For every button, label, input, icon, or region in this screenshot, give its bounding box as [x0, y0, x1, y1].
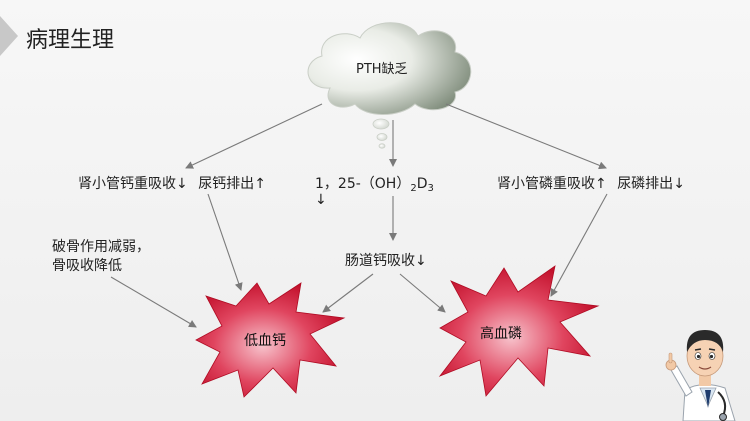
hyperphosphatemia-burst [438, 265, 600, 397]
arrow-cloud-to-right [445, 103, 607, 170]
arrow-left-to-hypocalcemia [207, 193, 243, 291]
hypocalcemia-burst [195, 282, 346, 398]
urinary-phosphate-text: 尿磷排出 [617, 176, 674, 192]
bone-effect-line2: 骨吸收降低 [52, 258, 122, 274]
down-arrow-icon: ↓ [673, 176, 685, 192]
down-arrow-icon: ↓ [415, 253, 427, 269]
arrow-right-to-hyperphosphatemia [550, 193, 608, 297]
page-title: 病理生理 [26, 28, 115, 53]
urinary-calcium-text: 尿钙排出 [198, 176, 255, 192]
vitamin-d-label: 1，25-（OH）2D3 [315, 173, 434, 194]
renal-phosphate-effect: 肾小管磷重吸收↑ 尿磷排出↓ [497, 173, 685, 193]
bone-effect-line1: 破骨作用减弱， [52, 239, 150, 255]
arrows [110, 103, 608, 328]
hyperphosphatemia-label: 高血磷 [480, 326, 522, 342]
renal-phosphate-reabsorption-text: 肾小管磷重吸收 [497, 176, 595, 192]
up-arrow-icon: ↑ [595, 176, 607, 192]
vitd-main: D [416, 176, 428, 192]
arrow-intestine-to-hypocalcemia [322, 273, 374, 313]
up-arrow-icon: ↑ [254, 176, 266, 192]
renal-calcium-reabsorption-text: 肾小管钙重吸收 [78, 176, 176, 192]
title-marker [0, 16, 18, 56]
arrow-bone-to-hypocalcemia [110, 276, 197, 328]
intestine-effect: 肠道钙吸收↓ [345, 250, 427, 270]
down-arrow-icon: ↓ [176, 176, 188, 192]
arrow-intestine-to-hyperphosphatemia [399, 273, 446, 313]
intestinal-calcium-absorption-text: 肠道钙吸收 [345, 253, 415, 269]
hypocalcemia-label: 低血钙 [244, 333, 286, 349]
vitd-prefix: 1，25-（OH） [315, 176, 411, 192]
arrow-cloud-to-left [185, 103, 323, 169]
renal-calcium-effect: 肾小管钙重吸收↓ 尿钙排出↑ [78, 173, 266, 193]
vitd-sub1: 2 [410, 183, 417, 194]
cloud-label: PTH缺乏 [356, 62, 408, 77]
vitd-sub2: 3 [427, 183, 434, 194]
cloud-shape [307, 22, 472, 149]
doctor-illustration [665, 330, 736, 421]
vitd-down-arrow-icon: ↓ [315, 192, 327, 208]
